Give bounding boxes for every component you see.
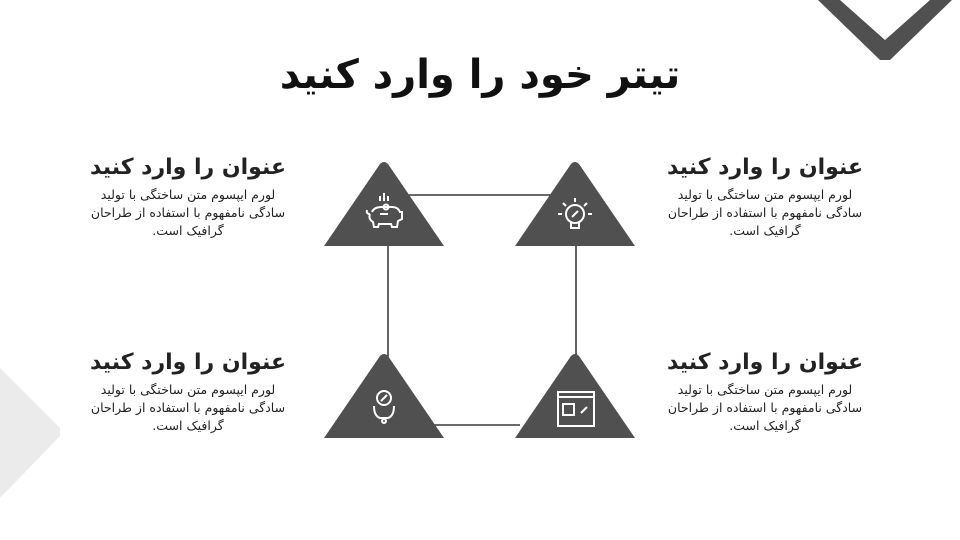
item-top-right: عنوان را وارد کنید لورم ایپسوم متن ساختگ… [665, 155, 865, 240]
item-heading: عنوان را وارد کنید [90, 350, 286, 375]
item-heading: عنوان را وارد کنید [90, 155, 286, 180]
lightbulb-percent-icon [558, 198, 592, 229]
triangle-browser [515, 354, 635, 438]
item-heading: عنوان را وارد کنید [667, 155, 863, 180]
triangle-piggy [324, 162, 444, 246]
corner-chevron-shape [818, 0, 952, 60]
item-bottom-right: عنوان را وارد کنید لورم ایپسوم متن ساختگ… [665, 350, 865, 435]
percent-hand-icon [373, 390, 395, 424]
item-body: لورم ایپسوم متن ساختگی با تولید سادگی نا… [90, 187, 286, 238]
browser-discount-icon [557, 391, 595, 427]
item-body: لورم ایپسوم متن ساختگی با تولید سادگی نا… [667, 187, 863, 238]
connector-square [387, 194, 577, 426]
item-top-left: عنوان را وارد کنید لورم ایپسوم متن ساختگ… [88, 155, 288, 240]
item-body: لورم ایپسوم متن ساختگی با تولید سادگی نا… [90, 382, 286, 433]
piggy-bank-icon [365, 193, 403, 228]
triangle-percent [324, 354, 444, 438]
page-title: تیتر خود را وارد کنید [279, 52, 681, 98]
item-bottom-left: عنوان را وارد کنید لورم ایپسوم متن ساختگ… [88, 350, 288, 435]
side-diamond-shape [0, 368, 60, 498]
triangle-bulb [515, 162, 635, 246]
item-heading: عنوان را وارد کنید [667, 350, 863, 375]
item-body: لورم ایپسوم متن ساختگی با تولید سادگی نا… [667, 382, 863, 433]
